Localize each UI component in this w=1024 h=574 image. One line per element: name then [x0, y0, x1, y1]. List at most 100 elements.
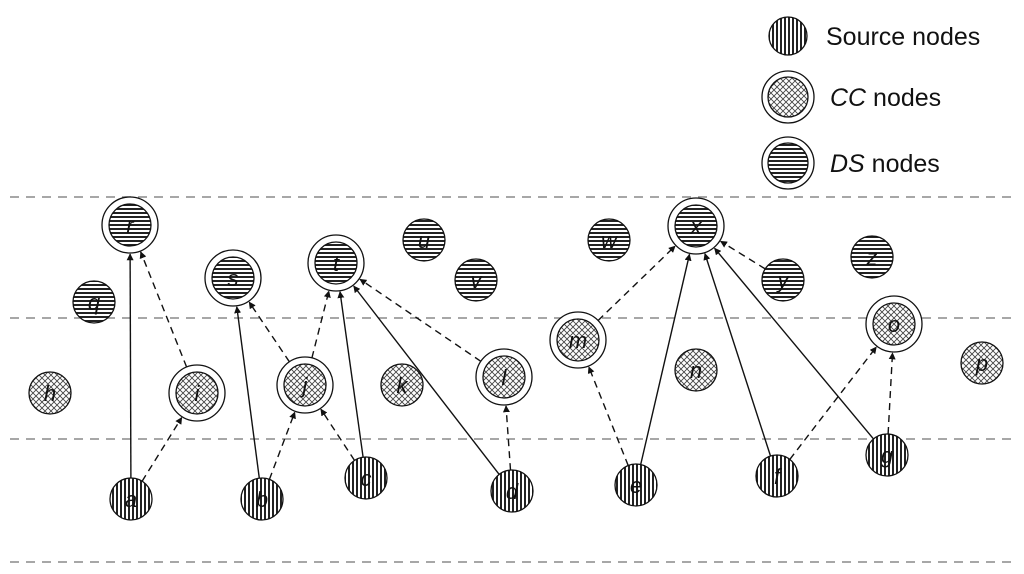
node-circle-v: [454, 258, 498, 302]
node-circle-w: [587, 218, 631, 262]
edge-a-to-i: [141, 417, 183, 482]
node-label-m: m: [569, 328, 587, 353]
layer-lines: [10, 196, 1012, 563]
edge-e-to-m: [587, 366, 629, 466]
edge-d-to-l: [502, 405, 512, 471]
node-e: e: [614, 463, 658, 507]
node-label-x: x: [690, 214, 703, 239]
node-i: i: [168, 364, 226, 422]
node-circle-x: [674, 204, 718, 248]
legend-ds-swatch: [767, 142, 809, 184]
node-label-q: q: [88, 290, 101, 315]
node-label-p: p: [975, 351, 988, 376]
node-label-u: u: [418, 228, 430, 253]
node-label-n: n: [690, 358, 702, 383]
legend-label-cc: CC nodes: [830, 84, 941, 112]
legend-label-ds: DS nodes: [830, 150, 940, 178]
node-t: t: [307, 234, 365, 292]
node-m: m: [549, 311, 607, 369]
node-b: b: [240, 477, 284, 521]
node-q: q: [72, 280, 116, 324]
node-label-t: t: [333, 251, 340, 276]
edge-e-to-x: [640, 253, 692, 465]
node-label-i: i: [195, 381, 201, 406]
edges: [126, 240, 896, 482]
node-d: d: [490, 469, 534, 513]
node-circle-s: [211, 256, 255, 300]
node-circle-a: [109, 477, 153, 521]
node-label-h: h: [44, 381, 56, 406]
edge-j-to-t: [311, 290, 331, 359]
node-label-w: w: [601, 228, 619, 253]
edge-b-to-j: [268, 411, 296, 480]
node-j: j: [276, 356, 334, 414]
node-a: a: [109, 477, 153, 521]
legend-source-swatch: [768, 16, 808, 56]
node-l: l: [475, 348, 533, 406]
node-label-s: s: [228, 266, 239, 291]
node-v: v: [454, 258, 498, 302]
node-circle-t: [314, 241, 358, 285]
node-circle-q: [72, 280, 116, 324]
node-label-v: v: [471, 268, 484, 293]
legend-item-ds: DS nodes: [761, 136, 940, 190]
node-circle-f: [755, 454, 799, 498]
node-circle-z: [850, 235, 894, 279]
edge-c-to-t: [337, 291, 364, 458]
legend-label-source: Source nodes: [826, 23, 980, 51]
node-c: c: [344, 456, 388, 500]
node-label-c: c: [361, 466, 372, 491]
node-circle-j: [283, 363, 327, 407]
node-circle-m: [556, 318, 600, 362]
node-o: o: [865, 295, 923, 353]
edge-d-to-t: [353, 285, 500, 475]
node-r: r: [101, 196, 159, 254]
node-w: w: [587, 218, 631, 262]
edge-l-to-t: [359, 278, 482, 362]
node-circle-p: [960, 341, 1004, 385]
edge-j-to-s: [248, 301, 290, 363]
node-label-k: k: [397, 373, 409, 398]
edge-a-to-r: [126, 253, 134, 479]
legend-item-cc: CC nodes: [761, 70, 941, 124]
node-label-d: d: [506, 479, 519, 504]
node-circle-i: [175, 371, 219, 415]
node-y: y: [761, 258, 805, 302]
nodes: r q h i a s t j b c u v k l d w x m n e y zo f g p: [28, 196, 1004, 521]
node-x: x: [667, 197, 725, 255]
node-label-f: f: [774, 464, 783, 489]
node-label-j: j: [300, 373, 309, 398]
node-label-e: e: [630, 473, 642, 498]
node-label-z: z: [866, 245, 878, 270]
node-label-r: r: [126, 213, 135, 238]
node-circle-r: [108, 203, 152, 247]
node-p: p: [960, 341, 1004, 385]
edge-i-to-r: [139, 251, 188, 368]
node-n: n: [674, 348, 718, 392]
legend-item-source: Source nodes: [768, 16, 980, 56]
node-circle-d: [490, 469, 534, 513]
node-z: z: [850, 235, 894, 279]
node-g: g: [865, 433, 909, 477]
node-u: u: [402, 218, 446, 262]
edge-f-to-x: [703, 252, 772, 457]
edge-b-to-s: [234, 306, 260, 479]
node-circle-h: [28, 371, 72, 415]
node-label-l: l: [502, 365, 508, 390]
edge-g-to-o: [887, 352, 896, 435]
edge-c-to-j: [320, 408, 356, 461]
node-label-g: g: [881, 443, 894, 468]
node-s: s: [204, 249, 262, 307]
node-circle-n: [674, 348, 718, 392]
node-circle-o: [872, 302, 916, 346]
node-circle-b: [240, 477, 284, 521]
node-k: k: [380, 363, 424, 407]
edge-g-to-x: [714, 247, 875, 440]
node-label-a: a: [125, 487, 137, 512]
node-circle-l: [482, 355, 526, 399]
node-circle-c: [344, 456, 388, 500]
legend: Source nodes CC nodes DS nodes: [761, 16, 980, 190]
node-circle-g: [865, 433, 909, 477]
edge-y-to-x: [720, 240, 766, 270]
